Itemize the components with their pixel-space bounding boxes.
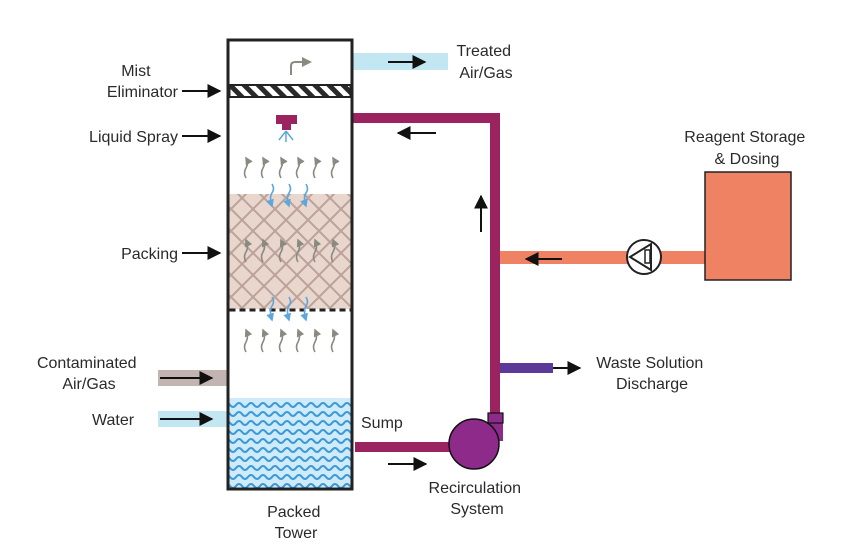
sump-wave-line (229, 411, 351, 417)
gas-up-arrow (260, 328, 270, 353)
sump-wave-line (229, 402, 351, 408)
gas-up-arrow (295, 156, 305, 179)
liquid-down-arrow (266, 296, 275, 322)
circle-pump-icon (626, 239, 662, 275)
gas-up-arrow (278, 156, 288, 179)
gas-up-arrow (278, 328, 288, 353)
sump-wave-line (229, 447, 351, 453)
liquid-spray-label: Liquid Spray (89, 129, 178, 146)
water-label: Water (92, 412, 135, 429)
packing-label: Packing (121, 246, 178, 263)
gas-up-arrow (243, 156, 253, 179)
liquid-flow-arrows (266, 183, 309, 322)
gas-up-arrow (243, 238, 253, 263)
sump-wave-line (229, 420, 351, 426)
mist-eliminator-label: Mist Eliminator (107, 63, 179, 101)
gas-up-arrow (295, 238, 305, 263)
sump-label: Sump (361, 415, 403, 432)
liquid-down-arrow (283, 296, 292, 322)
gas-up-arrow (330, 156, 340, 179)
packed-tower-label: Packed Tower (267, 504, 325, 542)
treated-label: Treated Air/Gas (457, 43, 516, 82)
gas-up-arrow (312, 156, 322, 179)
waste-label: Waste Solution Discharge (596, 355, 707, 393)
liquid-down-arrow (300, 183, 309, 208)
reagent-label: Reagent Storage & Dosing (684, 129, 809, 168)
liquid-down-arrow (283, 183, 292, 208)
sump-wave-line (229, 456, 351, 462)
gas-up-arrow (260, 238, 270, 263)
sump-wave-line (229, 465, 351, 471)
recirculation-pump (448, 412, 504, 470)
gas-up-arrow (312, 238, 322, 263)
packing-bed (229, 194, 351, 309)
liquid-down-arrow (266, 183, 275, 208)
gas-flow-arrows (243, 156, 340, 353)
sump-wave-line (229, 429, 351, 435)
contaminated-label: Contaminated Air/Gas (37, 355, 141, 393)
curved-outlet-arrow-icon (290, 57, 312, 75)
gas-up-arrow (295, 328, 305, 353)
recirculation-label: Recirculation System (429, 480, 526, 518)
liquid-down-arrow (300, 296, 309, 322)
gas-up-arrow (243, 328, 253, 353)
packed-tower (226, 38, 354, 491)
gas-up-arrow (330, 238, 340, 263)
gas-up-arrow (260, 156, 270, 179)
mist-eliminator-mesh (228, 84, 352, 98)
sump-wave-line (229, 438, 351, 444)
spray-nozzle (276, 115, 297, 142)
reagent-storage-tank (704, 171, 792, 281)
gas-up-arrow (312, 328, 322, 353)
waste-discharge-pipe (498, 363, 553, 373)
gas-up-arrow (330, 328, 340, 353)
gas-up-arrow (278, 238, 288, 263)
sump-wave-line (229, 474, 351, 480)
reagent-pipe (498, 251, 705, 264)
